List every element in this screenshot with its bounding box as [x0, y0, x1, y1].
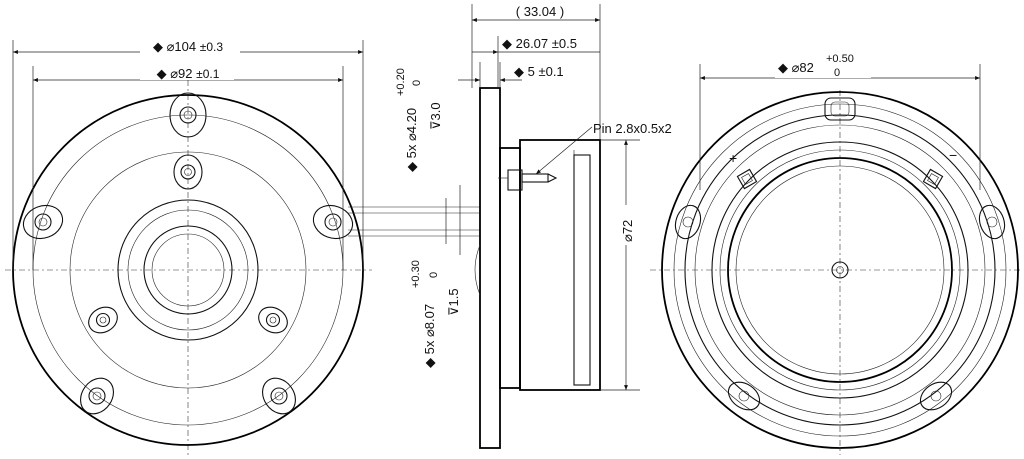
hole-small-tol-lower: 0: [411, 80, 423, 86]
rear-lobe-bottom-left: [727, 381, 761, 411]
dim-overall-depth: ( 33.04 ): [516, 4, 564, 19]
rear-lobe-left: [674, 204, 702, 240]
dim-flange-thickness: ◆ 5 ±0.1: [514, 64, 564, 79]
mount-hole-right: [312, 204, 354, 240]
hole-small-tol-upper: +0.20: [395, 68, 407, 96]
dim-outer-diameter: ◆ ⌀104 ±0.3: [153, 39, 223, 54]
mount-hole-bottom-right: [262, 377, 296, 415]
mount-hole-top-inner: [173, 154, 203, 190]
hole-small-size: ◆ 5x ⌀4.20: [404, 108, 419, 172]
dim-rear-diameter: ◆ ⌀82: [778, 60, 814, 75]
rear-terminal-left: [736, 168, 758, 190]
polarity-minus: −: [949, 147, 957, 163]
hole-large-size: ◆ 5x ⌀8.07: [422, 304, 437, 368]
hole-small-depth: ⊽3.0: [428, 102, 443, 130]
mount-hole-bottom-left: [80, 377, 114, 415]
pin-terminal: [498, 169, 558, 191]
hole-callout-small: ◆ 5x ⌀4.20 +0.20 0 ⊽3.0: [395, 68, 443, 172]
hole-large-tol-lower: 0: [428, 272, 440, 278]
side-flange: [479, 87, 501, 449]
mount-hole-mid-right: [258, 306, 288, 334]
rear-magnet: [727, 157, 953, 383]
front-view: ◆ ⌀104 ±0.3 ◆ ⌀92 ±0.1: [5, 39, 372, 458]
rear-lobe-top: [824, 97, 856, 121]
pin-label: Pin 2.8x0.5x2: [593, 121, 672, 136]
rear-lobe-bottom-right: [919, 381, 953, 411]
mount-hole-top: [169, 92, 207, 138]
rear-lobe-right: [978, 204, 1006, 240]
polarity-plus: +: [729, 150, 737, 166]
dim-magnet-diameter: ⌀72: [620, 220, 635, 242]
dim-depth-2: ◆ 26.07 ±0.5: [502, 36, 577, 51]
hole-large-depth: ⊽1.5: [446, 288, 461, 316]
dim-bolt-circle: ◆ ⌀92 ±0.1: [157, 66, 220, 81]
dim-rear-tol-upper: +0.50: [826, 53, 854, 65]
rear-outer-edge: [661, 91, 1019, 449]
rear-terminal-right: [922, 168, 944, 190]
side-view: ( 33.04 ) ◆ 26.07 ±0.5 ◆ 5 ±0.1 Pin 2.8x…: [348, 4, 672, 449]
side-magnet-body: [519, 139, 601, 391]
dim-rear-tol-lower: 0: [834, 67, 840, 79]
hole-callout-large: ◆ 5x ⌀8.07 +0.30 0 ⊽1.5: [410, 260, 461, 368]
mount-hole-mid-left: [88, 306, 118, 334]
rear-view: + − ◆ ⌀82 +0.50 0: [650, 52, 1022, 455]
hole-large-tol-upper: +0.30: [410, 260, 422, 288]
mount-hole-left: [22, 204, 64, 240]
